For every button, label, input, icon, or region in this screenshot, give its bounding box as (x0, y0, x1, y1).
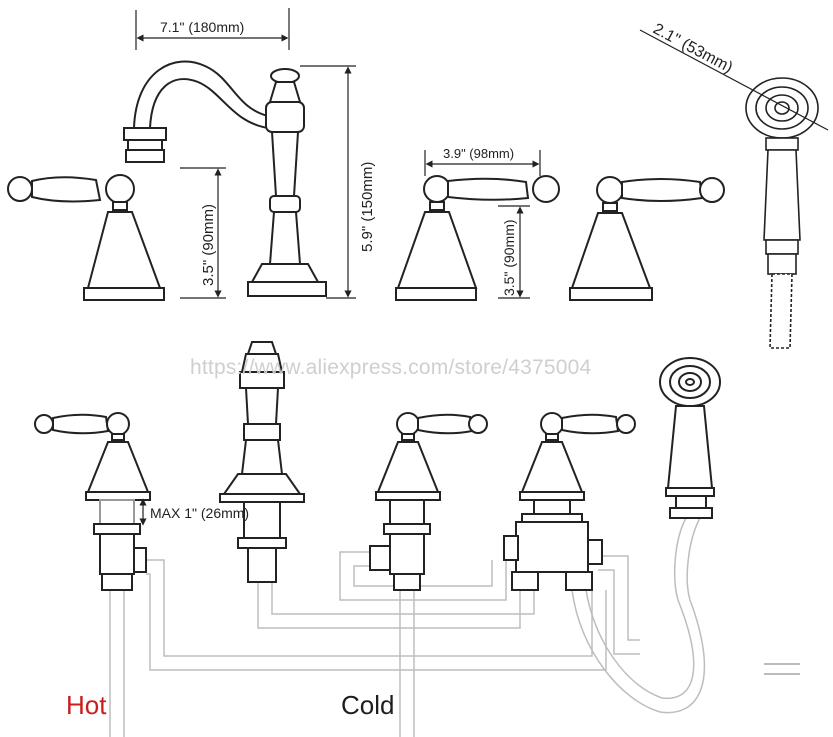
scale-mark (764, 663, 800, 675)
handshower-icon (745, 77, 819, 349)
handle-height-label-left: 3.5" (90mm) (200, 204, 217, 286)
shower-diameter-label: 2.1" (53mm) (650, 21, 735, 77)
spout-height-label: 5.9" (150mm) (359, 162, 376, 252)
cold-supply-label: Cold (341, 690, 395, 720)
spout-icon (219, 341, 305, 583)
supply-piping (109, 517, 706, 737)
max-deck-thickness-label: MAX 1" (26mm) (150, 505, 249, 521)
dimension-lines (135, 8, 829, 299)
spout-icon (123, 60, 327, 297)
handle-icon (395, 175, 560, 301)
hot-supply-label: Hot (66, 690, 107, 720)
diverter-valve (503, 412, 636, 591)
cold-valve (369, 412, 488, 591)
spout-reach-label: 7.1" (180mm) (160, 19, 244, 35)
handle-height-label-right: 3.5" (90mm) (501, 219, 517, 296)
hot-valve (34, 412, 151, 591)
handle-width-label: 3.9" (98mm) (443, 146, 514, 161)
handshower-icon (659, 357, 721, 519)
handle-icon (569, 176, 725, 301)
handle-icon (7, 174, 165, 301)
store-watermark: https://www.aliexpress.com/store/4375004 (190, 356, 592, 379)
